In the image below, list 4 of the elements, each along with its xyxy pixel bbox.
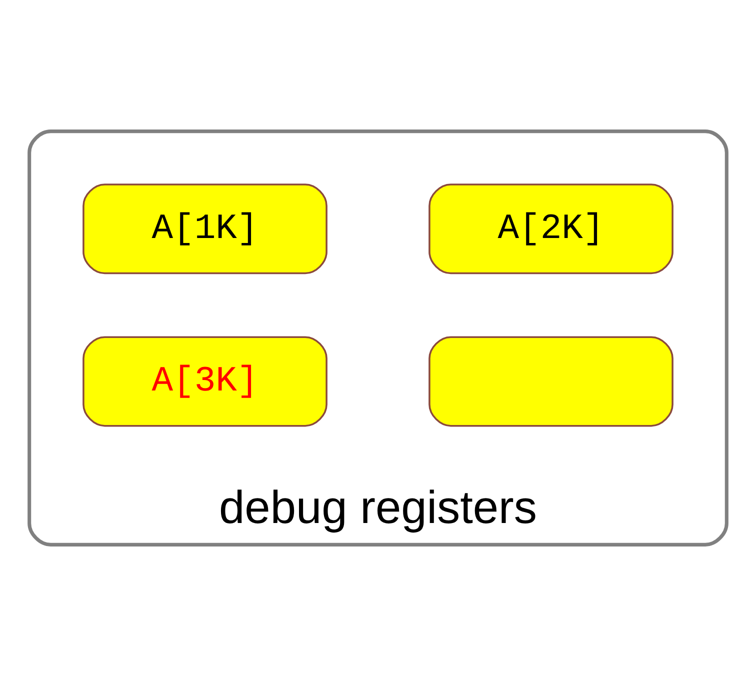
node-box: A[3K] [82, 336, 328, 427]
node-box: A[2K] [428, 184, 674, 274]
node-box [428, 336, 674, 427]
node-box: A[1K] [82, 184, 328, 274]
